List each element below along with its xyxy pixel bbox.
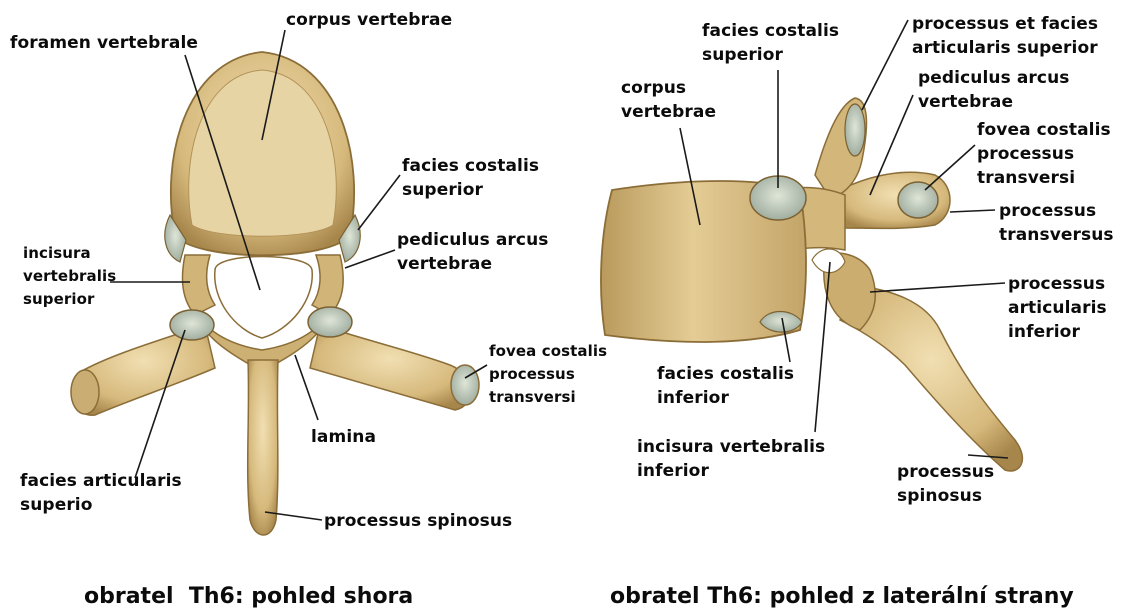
label-processus-spinosus-top: processus spinosus bbox=[324, 509, 512, 533]
label-processus-et-facies-articularis-superior: processus et facies articularis superior bbox=[912, 12, 1098, 60]
caption-top-view: obratel Th6: pohled shora bbox=[84, 583, 413, 611]
caption-lateral-view: obratel Th6: pohled z laterální strany bbox=[610, 583, 1074, 611]
label-facies-costalis-superior-lateral: facies costalis superior bbox=[702, 19, 839, 67]
label-processus-articularis-inferior: processus articularis inferior bbox=[1008, 272, 1107, 344]
label-pediculus-arcus-lateral: pediculus arcus vertebrae bbox=[918, 66, 1070, 114]
label-facies-costalis-superior-top: facies costalis superior bbox=[402, 154, 539, 202]
top-view-vertebra bbox=[71, 52, 479, 535]
lateral-superior-articular-facet bbox=[845, 104, 865, 156]
fovea-costalis-facet bbox=[451, 365, 479, 405]
label-corpus-vertebrae-top: corpus vertebrae bbox=[286, 8, 452, 32]
lateral-view-vertebra bbox=[601, 98, 1022, 471]
label-processus-transversus: processus transversus bbox=[999, 199, 1114, 247]
label-lamina: lamina bbox=[311, 425, 376, 449]
label-incisura-vertebralis-inferior: incisura vertebralis inferior bbox=[637, 435, 825, 483]
label-pediculus-arcus-top: pediculus arcus vertebrae bbox=[397, 228, 549, 276]
label-fovea-costalis-lateral: fovea costalis processus transversi bbox=[977, 118, 1111, 190]
label-corpus-vertebrae-lateral: corpus vertebrae bbox=[621, 76, 716, 124]
label-fovea-costalis-top: fovea costalis processus transversi bbox=[489, 340, 607, 409]
label-facies-articularis-superio: facies articularis superio bbox=[20, 469, 182, 517]
label-processus-spinosus-lateral: processus spinosus bbox=[897, 460, 994, 508]
lateral-fovea-costalis bbox=[898, 182, 938, 218]
label-foramen-vertebrale: foramen vertebrale bbox=[10, 31, 198, 55]
left-transverse-tip bbox=[71, 370, 99, 414]
foramen-vertebrale-opening bbox=[215, 257, 313, 339]
left-superior-articular-facet bbox=[170, 310, 214, 340]
label-incisura-vertebralis-superior: incisura vertebralis superior bbox=[23, 242, 116, 311]
label-facies-costalis-inferior: facies costalis inferior bbox=[657, 362, 794, 410]
right-superior-articular-facet bbox=[308, 307, 352, 337]
